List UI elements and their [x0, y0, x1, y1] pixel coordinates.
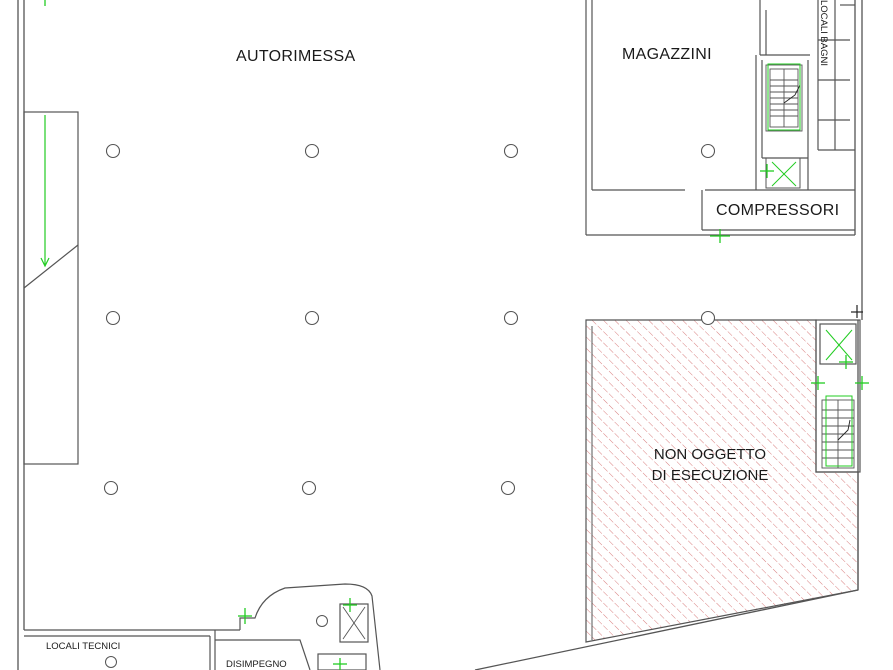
excluded-area — [585, 319, 859, 643]
bottom-technical-block — [24, 583, 381, 670]
elevator-icon-2 — [825, 329, 853, 361]
outer-walls — [17, 0, 863, 670]
column-icon — [304, 310, 320, 326]
magazzini-block — [585, 0, 855, 236]
door-marker-icons — [44, 0, 869, 670]
stair-icon-2 — [821, 399, 855, 469]
column-icon — [103, 480, 119, 496]
column-icon — [105, 310, 121, 326]
column-icon — [304, 143, 320, 159]
column-icon — [105, 143, 121, 159]
black-marker — [851, 305, 863, 318]
stair-green-outline — [767, 63, 801, 131]
column-icon — [316, 615, 328, 627]
room-label-non-oggetto: NON OGGETTO DI ESECUZIONE — [630, 444, 790, 486]
ramp-arrow-icon — [40, 115, 50, 268]
column-icon — [503, 310, 519, 326]
non-oggetto-line-1: NON OGGETTO — [653, 446, 767, 463]
elevator-icon — [765, 157, 801, 189]
room-label-disimpegno: DISIMPEGNO — [226, 659, 287, 670]
room-label-compressori: COMPRESSORI — [716, 202, 840, 219]
elevator-icon-3 — [342, 606, 366, 640]
room-label-locali-bagni: LOCALI BAGNI — [818, 0, 829, 66]
room-label-magazzini: MAGAZZINI — [622, 46, 712, 63]
column-icon — [301, 480, 317, 496]
columns — [103, 143, 716, 496]
column-icon — [500, 480, 516, 496]
column-icon — [700, 310, 716, 326]
ramp — [23, 111, 79, 465]
column-icon — [105, 656, 117, 668]
room-label-locali-tecnici: LOCALI TECNICI — [46, 641, 121, 652]
column-icon — [700, 143, 716, 159]
column-icon — [503, 143, 519, 159]
room-label-autorimessa: AUTORIMESSA — [236, 48, 356, 65]
stair-icon — [765, 64, 803, 132]
small-columns — [105, 615, 328, 668]
stair-green-outline-2 — [825, 395, 853, 467]
non-oggetto-line-2: DI ESECUZIONE — [651, 467, 769, 484]
